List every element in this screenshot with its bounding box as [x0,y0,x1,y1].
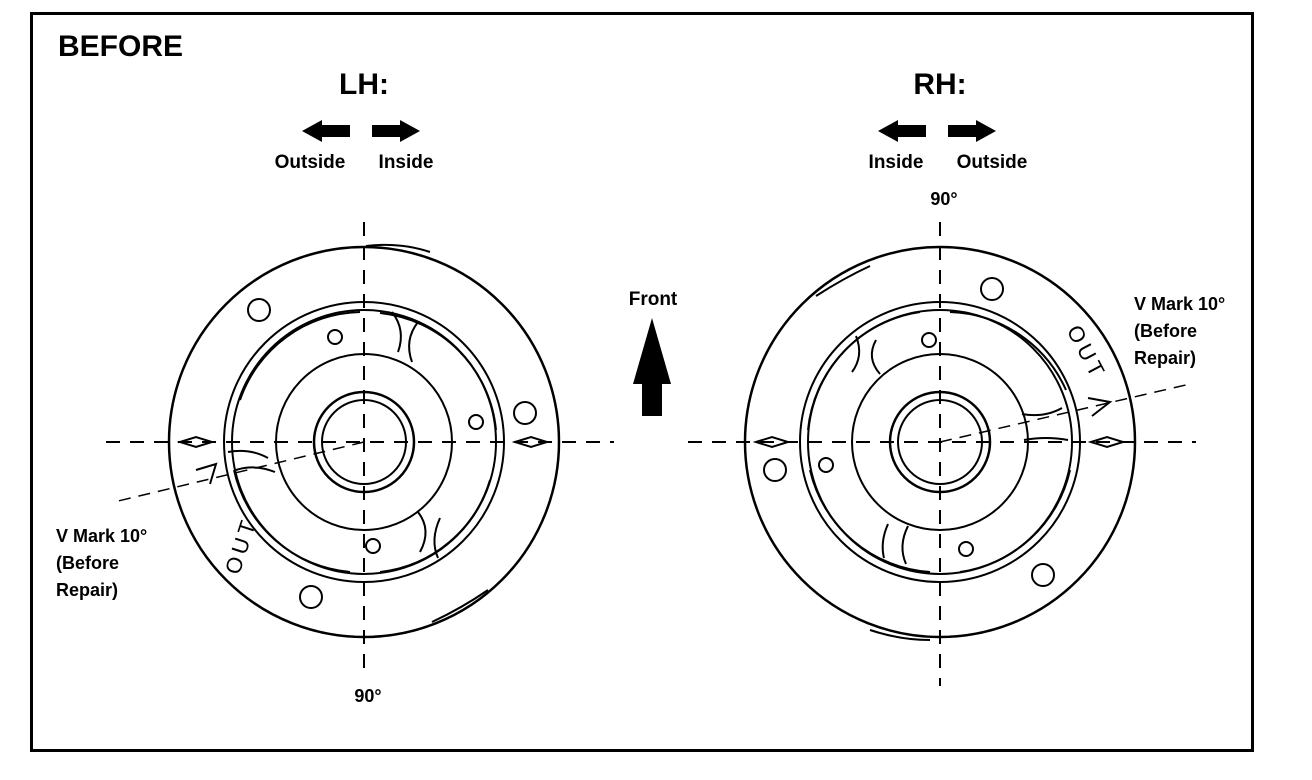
rh-angle-label: 90° [930,189,957,209]
rh-vmark-label-2: (Before [1134,321,1197,341]
lh-bolt-hole [513,401,537,425]
lh-small-hole [327,329,343,345]
rh-inside-label: Inside [869,152,924,173]
rh-small-hole [921,332,937,348]
rh-out-text: OUT [1062,321,1112,384]
rh-vmark-line [939,383,1191,443]
front-label: Front [629,289,678,310]
lh-label: LH: [339,68,389,101]
lh-bolt-hole [299,585,323,609]
lh-out-text: OUT [220,514,262,577]
lh-small-hole [468,414,484,430]
lh-inside-label: Inside [379,152,434,173]
lh-bolt-hole [247,298,271,322]
rh-small-hole [818,457,834,473]
rh-small-hole [958,541,974,557]
rh-outside-label: Outside [957,152,1028,173]
lh-small-hole [365,538,381,554]
lh-vmark-label-2: (Before [56,553,119,573]
rh-bolt-hole [1031,563,1055,587]
diagram-title: BEFORE [58,30,183,63]
rh-arrow-left-icon [878,120,926,142]
diagram-frame [30,12,1254,752]
lh-vmark-label-1: V Mark 10° [56,526,147,546]
lh-arrow-left-icon [302,120,350,142]
lh-arrow-right-icon [372,120,420,142]
rh-bolt-hole [980,277,1004,301]
rh-arrow-right-icon [948,120,996,142]
lh-vmark-label-3: Repair) [56,580,118,600]
lh-vmark-line [113,441,365,503]
rh-vmark-label-3: Repair) [1134,348,1196,368]
rh-label: RH: [913,68,966,101]
lh-outside-label: Outside [275,152,346,173]
lh-angle-label: 90° [354,686,381,706]
rh-bolt-hole [763,458,787,482]
rh-vmark-label-1: V Mark 10° [1134,294,1225,314]
front-arrow-icon [633,318,671,416]
